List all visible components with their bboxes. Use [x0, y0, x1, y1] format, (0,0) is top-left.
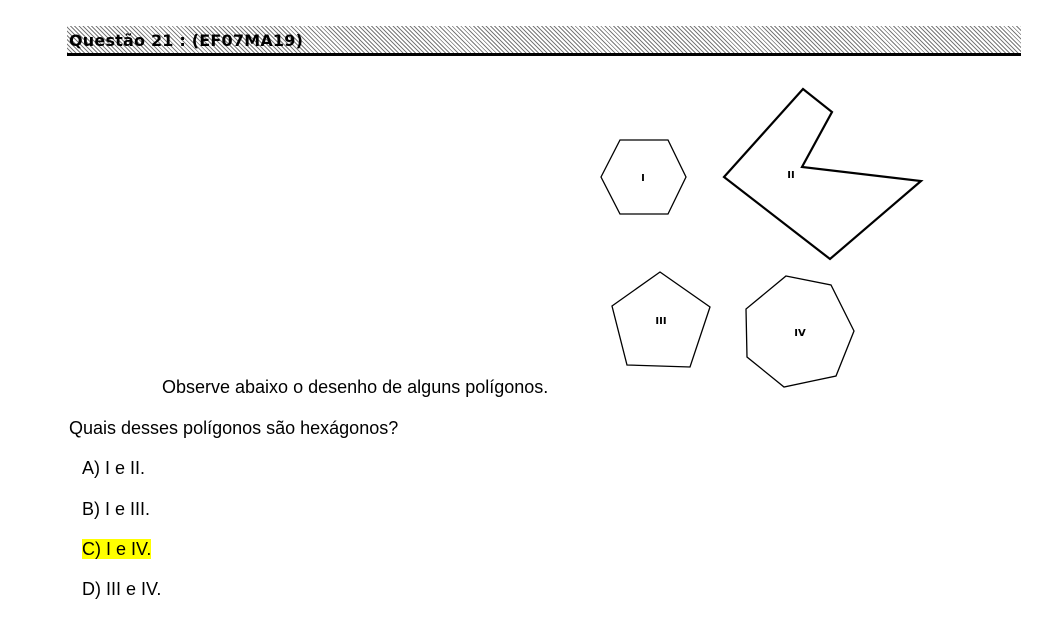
question-title: Questão 21 : (EF07MA19): [69, 31, 304, 50]
polygon-iv: IV: [745, 275, 855, 388]
polygon-ii: II: [722, 87, 924, 261]
polygon-iii-label: III: [655, 316, 666, 327]
question-header: Questão 21 : (EF07MA19): [67, 26, 1021, 56]
question-text: Quais desses polígonos são hexágonos?: [69, 418, 399, 438]
polygon-i: I: [600, 139, 687, 215]
option-c[interactable]: C) I e IV.: [82, 539, 152, 560]
polygon-iv-label: IV: [794, 328, 806, 339]
option-a[interactable]: A) I e II.: [82, 458, 145, 479]
option-d[interactable]: D) III e IV.: [82, 579, 161, 600]
option-b[interactable]: B) I e III.: [82, 499, 150, 520]
polygon-ii-label: II: [787, 170, 794, 181]
option-a-label: A) I e II.: [82, 458, 146, 478]
option-b-label: B) I e III.: [82, 499, 151, 519]
polygon-i-label: I: [641, 173, 645, 184]
option-c-label: C) I e IV.: [82, 539, 152, 559]
polygon-iii: III: [611, 271, 711, 368]
intro-text: Observe abaixo o desenho de alguns políg…: [162, 377, 549, 397]
option-d-label: D) III e IV.: [82, 579, 162, 599]
polygons-figure: I II III IV: [600, 87, 924, 388]
